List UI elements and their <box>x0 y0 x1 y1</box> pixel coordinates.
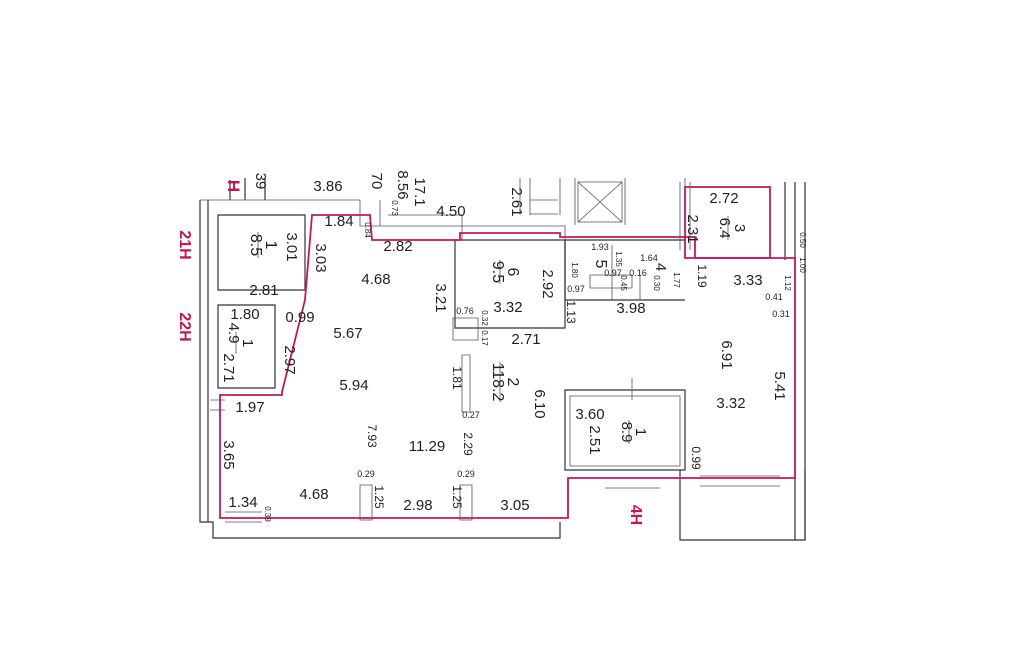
dim-label: 0.29 <box>457 469 475 479</box>
room-1b-number: 1 <box>239 339 256 347</box>
dim-label: 0.17 <box>480 330 489 346</box>
dim-label: 2.71 <box>511 331 540 348</box>
walls <box>199 178 806 541</box>
dim-label: 5.94 <box>339 377 368 394</box>
dim-label: 2.72 <box>709 190 738 207</box>
dim-label: 3.33 <box>733 272 762 289</box>
axis-label-4h: 4Н <box>627 505 644 525</box>
dim-label: 3.65 <box>220 440 237 469</box>
dim-label: 3.98 <box>616 300 645 317</box>
dim-label: 0.32 <box>480 310 489 326</box>
dim-label: 0.45 <box>619 275 628 291</box>
dim-label: 6.91 <box>718 340 735 369</box>
dim-label: 2.31 <box>684 214 701 243</box>
room-1c-number: 1 <box>632 428 649 436</box>
dim-label: 3.01 <box>283 232 300 261</box>
dim-label: 2.51 <box>586 425 603 454</box>
top-labels: 39 3.86 70 8.56 17.1 4.50 2.61 <box>252 170 525 220</box>
dim-label: 3.05 <box>500 497 529 514</box>
dim-label: 0.84 <box>363 222 372 238</box>
dim-label: 1.81 <box>450 366 464 390</box>
top-label-450: 4.50 <box>436 203 465 220</box>
dim-label: 3.60 <box>575 406 604 423</box>
dim-label: 1.25 <box>372 485 386 509</box>
dim-label: 3.03 <box>312 243 329 272</box>
dim-label: 7.93 <box>365 424 379 448</box>
dim-label: 1.64 <box>640 253 658 263</box>
top-label-39: 39 <box>252 173 269 190</box>
axis-labels: Н 21Н 22Н 4Н <box>176 180 644 525</box>
dim-label: 1.93 <box>591 242 609 252</box>
axis-label-22h: 22Н <box>176 312 193 341</box>
room-3-number: 3 <box>731 224 748 232</box>
dim-label: 2.97 <box>281 345 298 374</box>
room-6-area: 9.5 <box>489 261 506 283</box>
dim-label: 0.99 <box>285 309 314 326</box>
dim-label: 1.97 <box>235 399 264 416</box>
dimension-labels: 1.84 2.82 2.81 1.80 0.99 4.68 5.67 5.94 … <box>220 190 807 522</box>
axis-label-h: Н <box>224 180 243 192</box>
dim-label: 1.13 <box>564 300 578 324</box>
room-1c-area: 8.9 <box>618 422 635 443</box>
dim-label: 2.29 <box>461 432 475 456</box>
room-5-number: 5 <box>592 260 609 269</box>
room-4-number: 4 <box>652 263 669 271</box>
dim-label: 5.41 <box>771 371 788 400</box>
dim-label: 0.97 <box>567 284 585 294</box>
dim-label: 6.10 <box>531 389 548 418</box>
dim-label: 1.84 <box>324 213 353 230</box>
room-6-number: 6 <box>504 268 521 277</box>
dim-label: 0.29 <box>357 469 375 479</box>
top-label-856: 8.56 <box>394 170 411 199</box>
dim-label: 1.34 <box>228 494 257 511</box>
room-2-number: 2 <box>504 378 521 387</box>
dim-label: 0.73 <box>390 200 399 216</box>
room-1b-area: 4.9 <box>225 323 242 344</box>
dim-label: 11.29 <box>409 438 445 455</box>
dim-label: 0.99 <box>689 446 703 470</box>
room-3-area: 6.4 <box>716 218 733 239</box>
dim-label: 2.81 <box>249 282 278 299</box>
dim-label: 1.35 <box>614 251 623 267</box>
dim-label: 1.80 <box>570 262 579 278</box>
room3-boundary <box>684 186 771 259</box>
axis-label-21h: 21Н <box>176 230 193 259</box>
dim-label: 3.32 <box>716 395 745 412</box>
dim-label: 4.68 <box>361 271 390 288</box>
top-label-261: 2.61 <box>508 187 525 216</box>
dim-label: 0.39 <box>263 506 272 522</box>
dim-label: 4.68 <box>299 486 328 503</box>
dim-label: 1.19 <box>695 264 709 288</box>
dim-label: 1.12 <box>783 275 792 291</box>
dim-label: 0.30 <box>652 275 661 291</box>
room-2-area: 118.2 <box>489 363 506 402</box>
dim-label: 0.97 <box>604 268 622 278</box>
top-label-171: 17.1 <box>411 177 428 206</box>
room-1a-number: 1 <box>262 241 279 250</box>
dim-label: 3.21 <box>432 283 449 312</box>
dim-label: 2.82 <box>383 238 412 255</box>
dim-label: 2.98 <box>403 497 432 514</box>
dim-label: 0.31 <box>772 309 790 319</box>
dim-label: 2.71 <box>220 353 237 382</box>
dim-label: 2.92 <box>539 269 556 298</box>
dim-label: 1.80 <box>230 306 259 323</box>
dim-label: 0.27 <box>462 410 480 420</box>
dim-label: 1.77 <box>672 272 681 288</box>
apartment-boundary <box>219 214 796 519</box>
dim-label: 0.50 <box>798 232 807 248</box>
top-label-70: 70 <box>368 173 385 190</box>
dim-label: 0.16 <box>629 268 647 278</box>
dim-label: 0.41 <box>765 292 783 302</box>
dim-label: 1.00 <box>798 257 807 273</box>
room-1a-area: 8.5 <box>247 234 264 256</box>
top-label-386: 3.86 <box>313 178 342 195</box>
dim-label: 5.67 <box>333 325 362 342</box>
dim-label: 0.76 <box>456 306 474 316</box>
dim-label: 1.25 <box>450 485 464 509</box>
dim-label: 3.32 <box>493 299 522 316</box>
room-labels: 1 8.5 1 4.9 6 9.5 5 4 3 6.4 2 118.2 1 8.… <box>225 216 748 444</box>
